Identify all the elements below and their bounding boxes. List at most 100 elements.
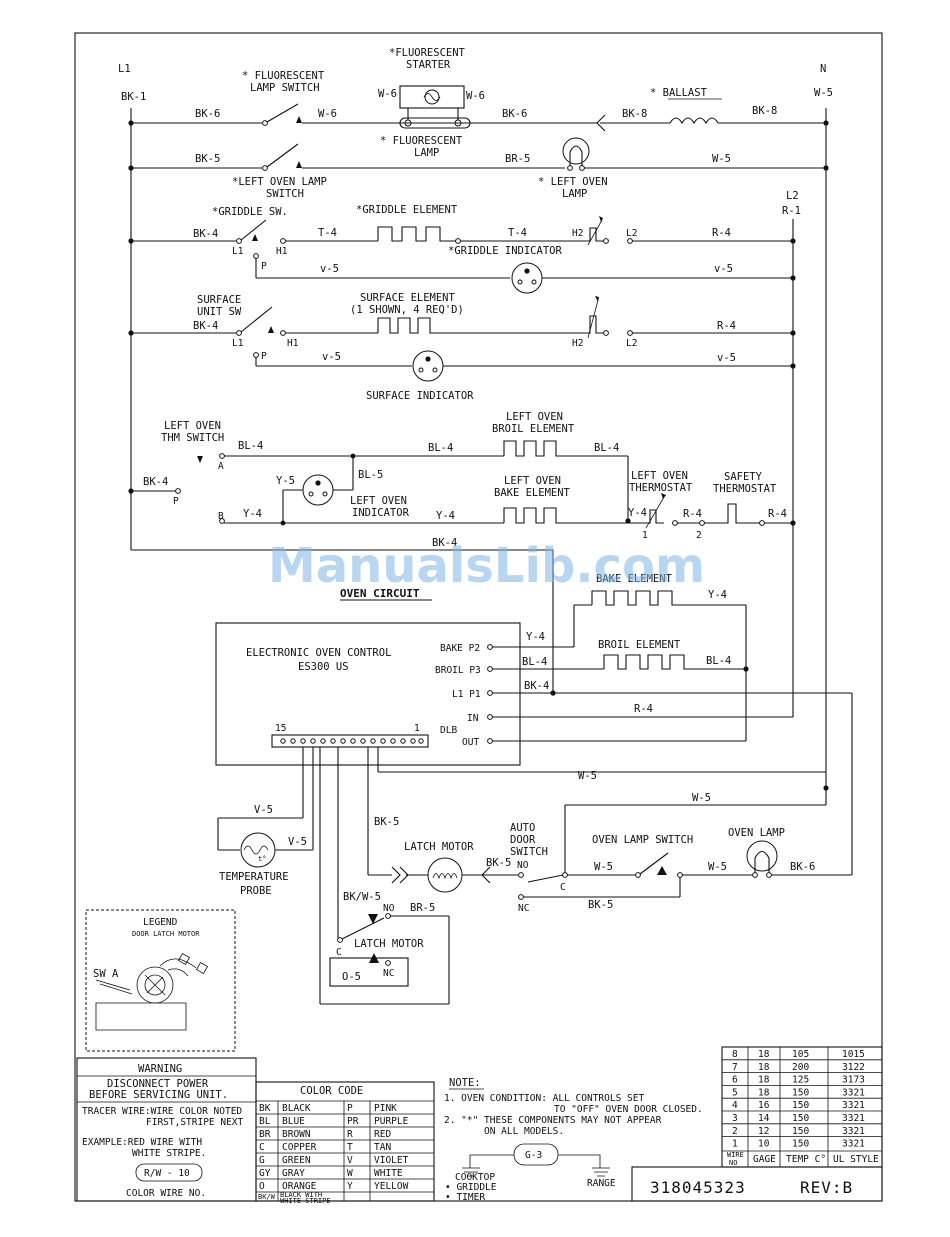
color-code-cell: GY <box>259 1168 271 1179</box>
svg-text:SAFETY: SAFETY <box>724 471 763 483</box>
color-code-cell: PR <box>347 1116 359 1127</box>
color-code-cell: BLACK <box>282 1103 311 1114</box>
wire-table-cell: 1015 <box>842 1049 865 1060</box>
left-oven-lamp <box>562 137 590 165</box>
terminal-l1: L1 <box>118 63 131 75</box>
svg-text:TRACER WIRE:WIRE COLOR NOTED: TRACER WIRE:WIRE COLOR NOTED <box>82 1106 242 1117</box>
svg-text:NO: NO <box>729 1159 737 1167</box>
wire-table-cell: 3321 <box>842 1100 865 1111</box>
svg-text:BR-5: BR-5 <box>410 902 435 914</box>
wire-table-cell: 18 <box>758 1087 770 1098</box>
svg-text:LEFT OVEN: LEFT OVEN <box>164 420 221 432</box>
svg-text:• TIMER: • TIMER <box>445 1192 485 1203</box>
color-code-cell: G <box>259 1155 265 1166</box>
svg-text:V-5: V-5 <box>288 836 307 848</box>
svg-text:W-5: W-5 <box>692 792 711 804</box>
color-code-cell: PINK <box>374 1103 397 1114</box>
svg-text:L2: L2 <box>626 228 637 239</box>
wire-table-cell: 150 <box>792 1087 809 1098</box>
auto-door-switch <box>527 874 564 883</box>
svg-text:W-5: W-5 <box>712 153 731 165</box>
svg-text:WARNING: WARNING <box>138 1063 182 1075</box>
wire-table-cell: 1 <box>732 1139 738 1150</box>
svg-text:NC: NC <box>383 968 394 979</box>
svg-text:R-4: R-4 <box>768 508 787 520</box>
svg-text:(1 SHOWN, 4 REQ'D): (1 SHOWN, 4 REQ'D) <box>350 304 464 316</box>
svg-text:BL-4: BL-4 <box>428 442 453 454</box>
svg-text:THERMOSTAT: THERMOSTAT <box>629 482 693 494</box>
color-code-cell: GREEN <box>282 1155 311 1166</box>
svg-text:Y-5: Y-5 <box>276 475 295 487</box>
wire-table-cell: 150 <box>792 1126 809 1137</box>
svg-text:BK-4: BK-4 <box>524 680 549 692</box>
wire-table-cell: 10 <box>758 1139 770 1150</box>
svg-text:P: P <box>173 496 179 507</box>
color-code-cell: RED <box>374 1129 391 1140</box>
color-code-cell: T <box>347 1142 353 1153</box>
svg-text:R-4: R-4 <box>712 227 731 239</box>
left-oven-bake-element <box>503 507 628 524</box>
fluorescent-starter <box>399 85 465 109</box>
wire-table-cell: 3 <box>732 1113 738 1124</box>
svg-text:T-4: T-4 <box>318 227 337 239</box>
broil-element <box>603 654 746 670</box>
svg-text:* LEFT OVEN: * LEFT OVEN <box>538 176 608 188</box>
wire-table-cell: 3321 <box>842 1139 865 1150</box>
svg-text:C: C <box>336 947 342 958</box>
svg-text:LAMP: LAMP <box>414 147 439 159</box>
svg-text:*FLUORESCENT: *FLUORESCENT <box>389 47 466 59</box>
watermark: ManualsLib.com <box>268 538 705 594</box>
svg-text:UNIT SW: UNIT SW <box>197 306 242 318</box>
wire-table-cell: 125 <box>792 1075 809 1086</box>
wire-table-cell: 18 <box>758 1049 770 1060</box>
svg-text:*GRIDDLE ELEMENT: *GRIDDLE ELEMENT <box>356 204 458 216</box>
oven-circuit-title: OVEN CIRCUIT <box>340 587 420 600</box>
svg-text:NO: NO <box>383 903 395 914</box>
svg-text:DOOR LATCH MOTOR: DOOR LATCH MOTOR <box>132 930 200 938</box>
svg-text:BROIL ELEMENT: BROIL ELEMENT <box>598 639 681 651</box>
wire-table-cell: 150 <box>792 1100 809 1111</box>
svg-text:• GRIDDLE: • GRIDDLE <box>445 1182 497 1193</box>
svg-text:BK/W-5: BK/W-5 <box>343 891 381 903</box>
svg-text:BL-4: BL-4 <box>706 655 731 667</box>
svg-text:H2: H2 <box>572 228 583 239</box>
color-code-cell: ORANGE <box>282 1181 317 1192</box>
color-code-cell: TAN <box>374 1142 391 1153</box>
svg-text:BAKE P2: BAKE P2 <box>440 643 480 654</box>
fluorescent-switch <box>266 103 299 123</box>
svg-text:BROIL P3: BROIL P3 <box>435 665 481 676</box>
svg-text:BLACK WITH: BLACK WITH <box>280 1191 322 1199</box>
svg-text:THERMOSTAT: THERMOSTAT <box>713 483 777 495</box>
svg-text:BK-4: BK-4 <box>432 537 457 549</box>
svg-text:O-5: O-5 <box>342 971 361 983</box>
svg-text:NOTE:: NOTE: <box>449 1077 481 1089</box>
svg-text:Y-4: Y-4 <box>628 507 647 519</box>
svg-text:*GRIDDLE SW.: *GRIDDLE SW. <box>212 206 288 218</box>
svg-text:UL STYLE: UL STYLE <box>833 1154 879 1165</box>
svg-text:W-5: W-5 <box>578 770 597 782</box>
svg-text:STARTER: STARTER <box>406 59 451 71</box>
svg-text:B: B <box>218 511 224 522</box>
svg-text:OUT: OUT <box>462 737 479 748</box>
svg-text:C: C <box>560 882 566 893</box>
svg-text:1: 1 <box>414 723 420 734</box>
left-oven-lamp-switch <box>266 143 299 168</box>
svg-text:BEFORE SERVICING UNIT.: BEFORE SERVICING UNIT. <box>89 1089 228 1101</box>
svg-text:LEGEND: LEGEND <box>143 917 178 928</box>
svg-text:ELECTRONIC OVEN CONTROL: ELECTRONIC OVEN CONTROL <box>246 647 391 659</box>
svg-text:SWITCH: SWITCH <box>266 188 304 200</box>
svg-text:R/W - 10: R/W - 10 <box>144 1168 190 1179</box>
svg-text:BK/W: BK/W <box>258 1193 276 1201</box>
color-code-cell: P <box>347 1103 353 1114</box>
left-oven-indicator <box>302 474 334 506</box>
svg-text:t°: t° <box>258 855 266 863</box>
color-code-cell: C <box>259 1142 265 1153</box>
svg-text:v-5: v-5 <box>322 351 341 363</box>
wire-label: W-5 <box>814 87 833 99</box>
svg-text:*LEFT OVEN LAMP: *LEFT OVEN LAMP <box>232 176 327 188</box>
svg-text:P: P <box>261 261 267 272</box>
svg-text:W-6: W-6 <box>378 88 397 100</box>
svg-text:2: 2 <box>696 530 702 541</box>
color-code-cell: BROWN <box>282 1129 311 1140</box>
